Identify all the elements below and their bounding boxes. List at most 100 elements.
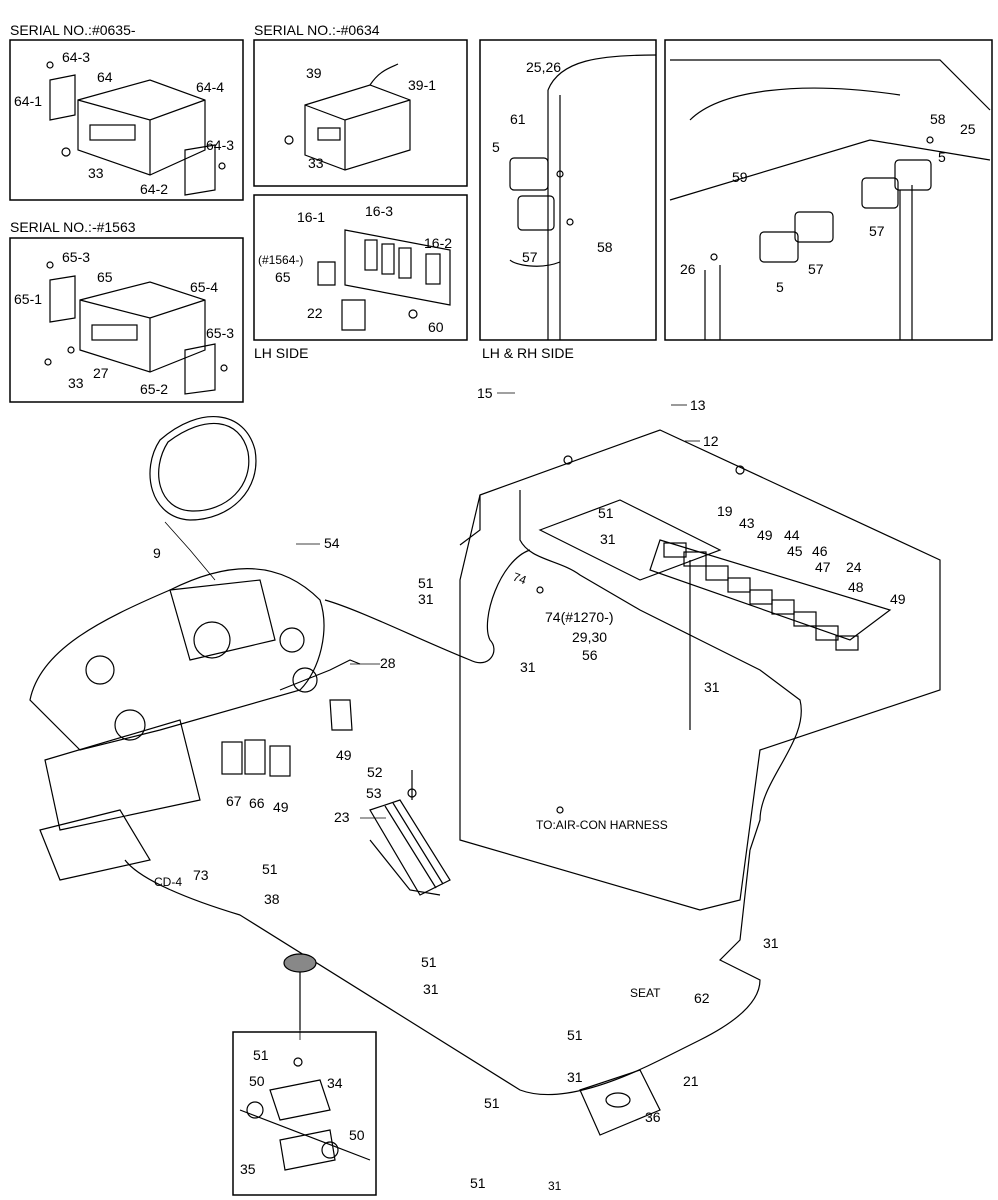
label-16-2: 16-2: [424, 235, 452, 251]
label-49-a: 49: [757, 527, 773, 543]
label-64-1: 64-1: [14, 93, 42, 109]
label-58-lh: 58: [597, 239, 613, 255]
accelerator-pedal-drawing: [369, 770, 451, 896]
label-33-c: 33: [68, 375, 84, 391]
label-21: 21: [683, 1073, 699, 1089]
inset-switch-panel-frame: [253, 194, 468, 341]
label-29-30: 29,30: [572, 629, 607, 645]
label-51-detail: 51: [253, 1047, 269, 1063]
label-31-d: 31: [704, 679, 720, 695]
label-51-a: 51: [598, 505, 614, 521]
label-49-c: 49: [336, 747, 352, 763]
label-49-b: 49: [890, 591, 906, 607]
label-64-4: 64-4: [196, 79, 224, 95]
lh-rh-side-header: LH & RH SIDE: [482, 345, 574, 361]
inset-speaker-lh-frame: [479, 39, 657, 341]
label-12: 12: [703, 433, 719, 449]
label-53: 53: [366, 785, 382, 801]
label-36: 36: [645, 1109, 661, 1125]
label-5-lh: 5: [492, 139, 500, 155]
label-59: 59: [732, 169, 748, 185]
radio-a-drawing: [46, 61, 226, 196]
label-34: 34: [327, 1075, 343, 1091]
detail-clamp-drawing: [239, 1057, 371, 1171]
label-66: 66: [249, 795, 265, 811]
speaker-lhrh-drawing: [669, 59, 991, 340]
label-1564: (#1564-): [258, 253, 303, 267]
label-16-1: 16-1: [297, 209, 325, 225]
label-5-rh-bottom: 5: [776, 279, 784, 295]
label-64: 64: [97, 69, 113, 85]
cabin-panel-drawing: [459, 429, 941, 911]
label-9: 9: [153, 545, 161, 561]
label-62: 62: [694, 990, 710, 1006]
label-22: 22: [307, 305, 323, 321]
label-57-lh: 57: [522, 249, 538, 265]
label-45: 45: [787, 543, 803, 559]
label-23: 23: [334, 809, 350, 825]
inset-radio-a-frame: [9, 39, 244, 201]
label-5-rh-top: 5: [938, 149, 946, 165]
bracket-36-drawing: [579, 1069, 661, 1136]
label-74-rotated: 74: [511, 570, 529, 588]
label-50-left: 50: [249, 1073, 265, 1089]
label-64-3-right: 64-3: [206, 137, 234, 153]
label-52: 52: [367, 764, 383, 780]
label-25-26-lh: 25,26: [526, 59, 561, 75]
label-28: 28: [380, 655, 396, 671]
label-47: 47: [815, 559, 831, 575]
label-57-rh-left: 57: [808, 261, 824, 277]
label-33-b: 33: [308, 155, 324, 171]
harness-wires-drawing: [124, 490, 802, 1096]
label-26-rh: 26: [680, 261, 696, 277]
label-50-right: 50: [349, 1127, 365, 1143]
label-65-3-right: 65-3: [206, 325, 234, 341]
label-65-3-top: 65-3: [62, 249, 90, 265]
label-48: 48: [848, 579, 864, 595]
label-31-e: 31: [423, 981, 439, 997]
label-64-3-top: 64-3: [62, 49, 90, 65]
radio-c-drawing: [44, 261, 228, 395]
label-61: 61: [510, 111, 526, 127]
label-39: 39: [306, 65, 322, 81]
label-38: 38: [264, 891, 280, 907]
inset-radio-c-frame: [9, 237, 244, 403]
radio-b-drawing: [284, 63, 411, 171]
label-73: 73: [193, 867, 209, 883]
label-58-rh: 58: [930, 111, 946, 127]
label-56: 56: [582, 647, 598, 663]
label-seat: SEAT: [630, 986, 661, 1000]
label-31-h: 51: [470, 1175, 486, 1191]
label-44: 44: [784, 527, 800, 543]
dashboard-drawing: [29, 568, 325, 881]
detail-inset-frame: [232, 1031, 377, 1196]
label-19: 19: [717, 503, 733, 519]
label-33-a: 33: [88, 165, 104, 181]
label-31-a: 31: [600, 531, 616, 547]
label-to-aircon-harness: TO:AIR-CON HARNESS: [536, 818, 668, 832]
gauge-cover-drawing: [149, 416, 257, 521]
switch-bank-drawing: [663, 542, 859, 651]
label-see-2020: 31: [548, 1179, 562, 1193]
switches-lower-drawing: [221, 659, 361, 777]
label-43: 43: [739, 515, 755, 531]
label-65-d: 65: [275, 269, 291, 285]
label-31-c: 31: [520, 659, 536, 675]
label-54: 54: [324, 535, 340, 551]
switch-panel-drawing: [317, 229, 451, 331]
label-67: 67: [226, 793, 242, 809]
label-16-3: 16-3: [365, 203, 393, 219]
label-39-1: 39-1: [408, 77, 436, 93]
serial-1563-header: SERIAL NO.:-#1563: [10, 219, 136, 235]
label-31-f: 31: [763, 935, 779, 951]
inset-radio-b-frame: [253, 39, 468, 187]
grommet-drawing: [283, 953, 317, 973]
label-24: 24: [846, 559, 862, 575]
label-15: 15: [477, 385, 493, 401]
label-31-g: 31: [567, 1069, 583, 1085]
label-51-f: 51: [484, 1095, 500, 1111]
speaker-lh-drawing: [509, 54, 657, 340]
label-65-1: 65-1: [14, 291, 42, 307]
label-27: 27: [93, 365, 109, 381]
